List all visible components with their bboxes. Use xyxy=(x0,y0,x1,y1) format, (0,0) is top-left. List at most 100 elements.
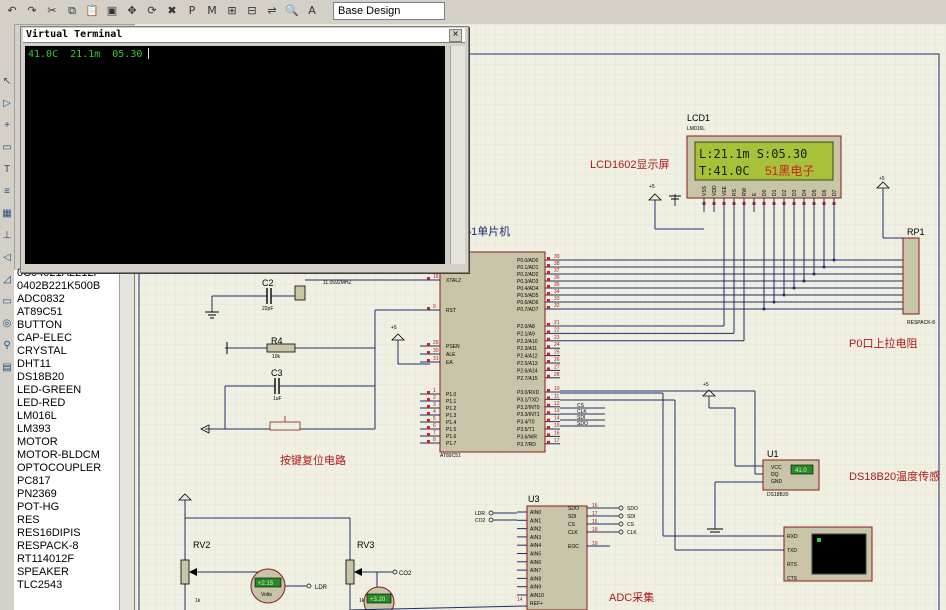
device-list-item[interactable]: LM016L xyxy=(17,410,57,422)
rv3-value: 1k xyxy=(359,598,365,604)
mcu-pin-state xyxy=(547,257,550,260)
device-list-item[interactable]: SPEAKER xyxy=(17,566,69,578)
device-list-item[interactable]: CRYSTAL xyxy=(17,345,67,357)
mcu-pin-name: P1.2 xyxy=(446,406,457,412)
block-rotate-icon[interactable]: ⟳ xyxy=(147,4,157,17)
voltmeter-co2[interactable]: +3.20 xyxy=(363,586,395,610)
ds18b20-sensor[interactable]: U1 41.0 VCC DQ GND DS18B20 xyxy=(762,449,820,498)
u3-net-label: CS xyxy=(627,522,635,528)
rv2-potentiometer[interactable] xyxy=(180,559,190,585)
virtual-instrument-icon[interactable]: ▤ xyxy=(2,362,12,373)
device-list-item[interactable]: CAP-ELEC xyxy=(17,332,73,344)
virtual-terminal-scrollbar[interactable] xyxy=(450,46,465,264)
virtual-terminal-window[interactable]: Virtual Terminal × 41.0C 21.1m 05.30 xyxy=(20,26,469,273)
device-list-item[interactable]: TLC2543 xyxy=(17,579,63,591)
junction-icon[interactable]: + xyxy=(4,120,10,131)
p3-net-name: SDO xyxy=(577,421,588,427)
device-list-item[interactable]: OPTOCOUPLER xyxy=(17,462,102,474)
cut-icon[interactable]: ✂ xyxy=(47,4,57,17)
component-icon[interactable]: ▷ xyxy=(3,98,11,109)
device-list-item[interactable]: POT-HG xyxy=(17,501,60,513)
graph-icon[interactable]: ◿ xyxy=(3,274,11,285)
mcu-pin-num: 4 xyxy=(433,409,436,415)
design-combo[interactable]: Base Design xyxy=(333,2,445,20)
subcircuit-icon[interactable]: ▦ xyxy=(2,208,12,219)
device-list-item[interactable]: PN2369 xyxy=(17,488,57,500)
wire-label-icon[interactable]: ▭ xyxy=(2,142,12,153)
terminal-icon[interactable]: ⊥ xyxy=(2,230,12,241)
device-list-item[interactable]: MOTOR xyxy=(17,436,58,448)
vterm-led xyxy=(817,538,821,542)
selection-icon[interactable]: ↖ xyxy=(2,76,12,87)
redo-icon[interactable]: ↷ xyxy=(27,4,37,17)
device-list-item[interactable]: RES16DIPIS xyxy=(17,527,81,539)
device-list-item[interactable]: RESPACK-8 xyxy=(17,540,79,552)
tape-icon[interactable]: ▭ xyxy=(2,296,12,307)
device-list-scrollbar[interactable] xyxy=(119,270,134,610)
device-list-item[interactable]: LED-GREEN xyxy=(17,384,82,396)
device-list-item[interactable]: PC817 xyxy=(17,475,51,487)
r4-resistor xyxy=(266,343,296,353)
bus-icon[interactable]: ≡ xyxy=(4,186,10,197)
block-move-icon[interactable]: ✥ xyxy=(127,4,137,17)
device-list-item[interactable]: MOTOR-BLDCM xyxy=(17,449,100,461)
voltmeter-ldr[interactable]: +2.15 Volts xyxy=(250,568,286,604)
device-pin-icon[interactable]: ◁ xyxy=(3,252,11,263)
packaging-icon[interactable]: ⊞ xyxy=(227,4,237,17)
close-icon[interactable]: × xyxy=(449,29,462,42)
pick-device-icon[interactable]: P xyxy=(188,4,196,17)
device-list-item[interactable]: LED-RED xyxy=(17,397,66,409)
virtual-terminal-title: Virtual Terminal xyxy=(26,29,123,40)
device-list-item[interactable]: BUTTON xyxy=(17,319,63,331)
mcu-pin-state xyxy=(427,426,430,429)
copy-icon[interactable]: ⧉ xyxy=(68,4,76,17)
block-delete-icon[interactable]: ✖ xyxy=(167,4,177,17)
mcu-pin-state xyxy=(547,299,550,302)
device-list-item[interactable]: AT89C51 xyxy=(17,306,63,318)
probe-icon[interactable]: ⚲ xyxy=(3,340,11,351)
rp1-resistor-pack[interactable]: RP1 RESPACK-8 xyxy=(902,227,935,326)
mcu-pin-num: 35 xyxy=(554,282,560,288)
make-device-icon[interactable]: M xyxy=(207,4,217,17)
u3-pin-num: 16 xyxy=(592,503,598,509)
mcu-pin-name: P0.4/AD4 xyxy=(517,286,539,292)
paste-icon[interactable]: 📋 xyxy=(85,4,99,17)
mcu-pin-state xyxy=(547,403,550,407)
mcu-pin-name: P3.4/T0 xyxy=(517,420,535,426)
block-copy-icon[interactable]: ▣ xyxy=(106,4,118,17)
schematic-canvas[interactable]: LCD1 LM016L L:21.1m S:05.30 T:41.0C 51黑电… xyxy=(135,24,946,610)
device-list-item[interactable]: RES xyxy=(17,514,40,526)
wire-autorouter-icon[interactable]: ⇌ xyxy=(267,4,277,17)
device-list-item[interactable]: LM393 xyxy=(17,423,51,435)
rv3-potentiometer[interactable] xyxy=(345,559,355,585)
lcd-pin-name: D1 xyxy=(772,189,778,196)
decompose-icon[interactable]: ⊟ xyxy=(247,4,257,17)
adc-label: ADC采集 xyxy=(609,590,654,604)
undo-icon[interactable]: ↶ xyxy=(7,4,17,17)
device-list-item[interactable]: ADC0832 xyxy=(17,293,65,305)
u3-pin-name: AIN6 xyxy=(530,560,541,566)
virtual-terminal-titlebar[interactable]: Virtual Terminal × xyxy=(23,28,465,43)
mcu-pin-name: P3.6/WR xyxy=(517,434,537,440)
search-icon[interactable]: 🔍 xyxy=(285,4,299,17)
device-list-item[interactable]: DS18B20 xyxy=(17,371,65,383)
device-list-item[interactable]: RT114012F xyxy=(17,553,75,565)
virtual-terminal-screen[interactable]: 41.0C 21.1m 05.30 xyxy=(25,46,445,264)
adc-u3[interactable]: U3 AIN0AIN1AIN2AIN3AIN4AIN5AIN6AIN7AIN8A… xyxy=(517,494,638,610)
device-list-item[interactable]: DHT11 xyxy=(17,358,52,370)
voltmeter-ldr-unit: Volts xyxy=(261,592,272,598)
mcu-pin-num: 26 xyxy=(554,357,560,363)
mcu-pin-num: 30 xyxy=(433,348,439,354)
mcu-pin-left: 8P1.7 xyxy=(420,437,457,447)
generator-icon[interactable]: ◎ xyxy=(2,318,12,329)
virtual-terminal-instrument[interactable]: RXD TXD RTS CTS xyxy=(783,526,873,582)
property-assignment-icon[interactable]: A xyxy=(308,4,316,17)
lcd1602-display[interactable]: LCD1 LM016L L:21.1m S:05.30 T:41.0C 51黑电… xyxy=(686,113,842,212)
at89c51-mcu[interactable]: AT89C51 19XTAL118XTAL29RST29PSEN30ALE31E… xyxy=(420,251,560,459)
device-list-item[interactable]: 0402B221K500B xyxy=(17,280,101,292)
text-script-icon[interactable]: T xyxy=(3,164,11,175)
